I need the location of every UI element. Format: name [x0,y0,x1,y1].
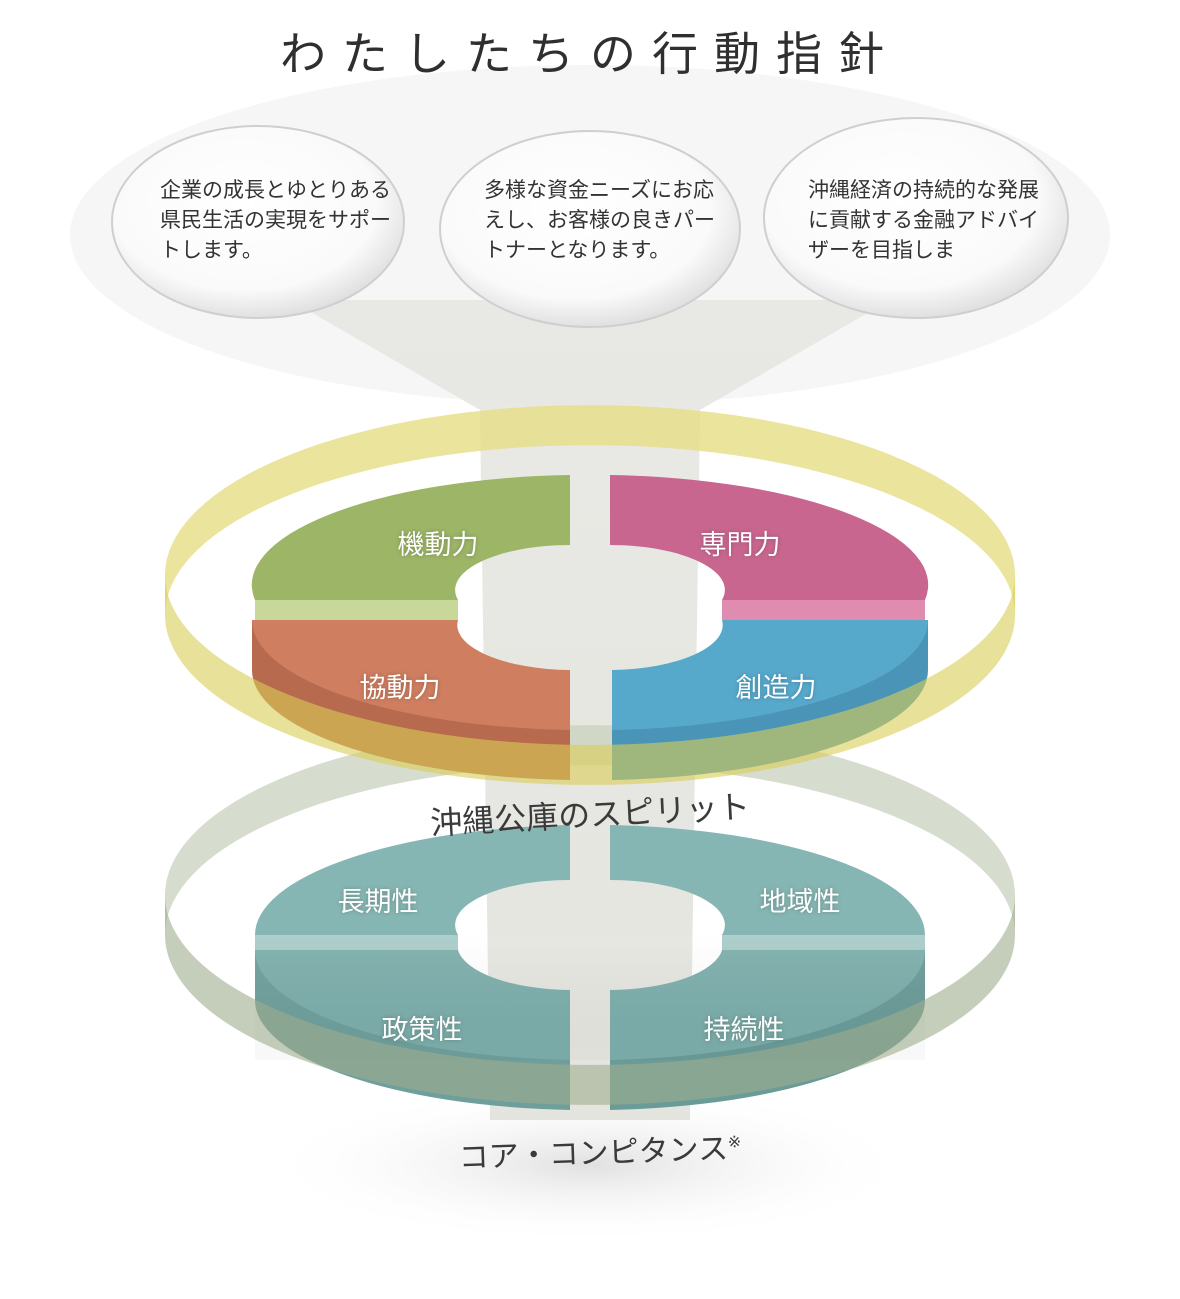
spirit-seg-cooperation [251,620,570,730]
core-seg-longterm [254,825,571,935]
core-ring-back [165,725,1015,935]
segment-label-regional: 地域性 [759,887,841,918]
core-donut [254,825,926,1110]
spirit-ring-back [165,405,1015,615]
bubble-2 [439,130,741,328]
bubble-3 [763,117,1069,319]
core-ring-front [165,895,1015,1105]
spirit-seg-creativity [612,620,929,730]
principle-text-3: 沖縄経済の持続的な発展に貢献する金融アドバイザーを目指しま [808,178,1039,262]
segment-label-cooperation: 協動力 [359,673,441,704]
segment-label-sustain: 持続性 [703,1015,785,1046]
spirit-seg-expertise [610,475,929,600]
segment-label-longterm: 長期性 [337,887,419,918]
core-seg-regional [610,825,926,935]
segment-label-creativity: 創造力 [735,673,817,704]
principle-text-1: 企業の成長とゆとりある県民生活の実現をサポートします。 [160,178,391,262]
segment-label-policy: 政策性 [381,1015,463,1046]
spirit-ring-front [165,575,1015,785]
page-title: わたしたちの行動指針 [280,27,900,81]
bubble-1 [111,125,405,319]
core-ring-note-mark: ※ [727,1132,742,1152]
spirit-donut [251,475,929,780]
spirit-seg-mobility [251,475,570,600]
segment-label-mobility: 機動力 [397,530,479,561]
bottom-shadow [260,1085,920,1245]
light-beam [290,300,890,1120]
principle-text-2: 多様な資金ニーズにお応えし、お客様の良きパートナーとなります。 [484,178,715,262]
segment-label-expertise: 専門力 [699,530,781,561]
